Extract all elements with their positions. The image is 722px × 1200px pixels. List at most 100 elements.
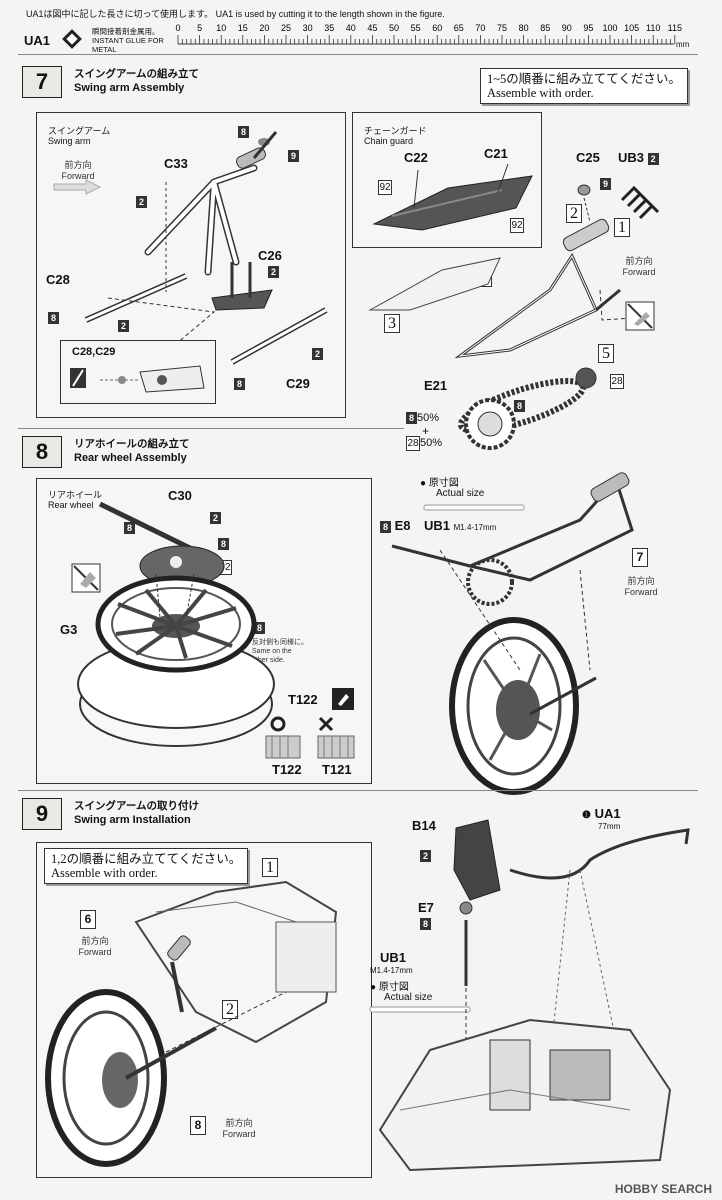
order-3-label: 3: [384, 314, 400, 333]
actual-size-label-8-en: Actual size: [436, 488, 485, 499]
rear-wheel-label-en: Rear wheel: [48, 500, 94, 510]
step-ref-7: 7: [632, 548, 648, 567]
part-c26: C26: [258, 248, 282, 263]
part-c22: C22: [404, 150, 428, 165]
order-1-label-9: 1: [262, 858, 278, 877]
step-7-title-jp: スイングアームの組み立て: [74, 68, 200, 80]
forward-arrow-icon: [53, 179, 102, 195]
part-e7: E7: [418, 900, 434, 915]
rear-wheel-assembly-drawing: [391, 472, 634, 795]
ruler-tick-label: 0: [175, 23, 180, 33]
part-ub1-9: UB1: [380, 950, 407, 965]
ua1-part-label: UA1: [24, 33, 51, 48]
part-c33: C33: [164, 156, 188, 171]
sprue-num-8c: 8: [234, 378, 245, 390]
step-9-number: 9: [22, 798, 62, 830]
rear-wheel-drawing: [77, 501, 275, 747]
order-2-label: 2: [566, 204, 582, 223]
step-9-title-en: Swing arm Installation: [74, 814, 191, 826]
ua1-cut-note: UA1は図中に記した長さに切って使用します。 UA1 is used by cu…: [26, 9, 445, 19]
tread-compare-icon: [265, 716, 355, 759]
part-e8: 8 E8: [380, 518, 411, 533]
chain-guard-label-en: Chain guard: [364, 136, 414, 146]
step-8-title-jp: リアホイールの組み立て: [74, 438, 190, 450]
frame-install-drawing: [45, 880, 338, 1167]
step-9-title-jp: スイングアームの取り付け: [74, 800, 200, 812]
ruler-tick-label: 110: [646, 23, 660, 33]
ruler-tick-label: 30: [303, 23, 313, 33]
sprue-num-28: 28: [610, 374, 624, 389]
ruler-tick-label: 70: [475, 23, 485, 33]
part-c29: C29: [286, 376, 310, 391]
actual-size-label-9-en: Actual size: [384, 992, 433, 1003]
ruler-tick-label: 45: [367, 23, 377, 33]
part-t122-title: T122: [288, 692, 318, 707]
sprue-num-8d: 8: [514, 400, 525, 412]
step-8-title-en: Rear wheel Assembly: [74, 452, 187, 464]
part-t122: T122: [272, 762, 302, 777]
swing-arm-label-jp: スイングアーム: [48, 126, 111, 136]
body-install-drawing: [378, 819, 690, 1172]
sprue-num-8g: 8: [254, 622, 265, 634]
ruler-tick-label: 35: [324, 23, 334, 33]
sprue-num-8: 8: [238, 126, 249, 138]
ruler-tick-label: 40: [346, 23, 356, 33]
actual-size-pin: [423, 504, 525, 511]
ruler-tick-label: 100: [602, 23, 617, 33]
step-8-number: 8: [22, 436, 62, 468]
ruler-tick-label: 80: [519, 23, 529, 33]
part-c25: C25: [576, 150, 600, 165]
ub1-size-9: M1.4-17mm: [370, 966, 413, 975]
sprue-num-8b: 8: [48, 312, 59, 324]
step-7-order-note: 1~5の順番に組み立ててください。Assemble with order.: [480, 68, 688, 104]
cement-glue-icon: [332, 688, 354, 710]
ruler-tick-label: 5: [197, 23, 202, 33]
cement-detail-icon: [70, 365, 205, 393]
ruler-tick-label: 90: [562, 23, 572, 33]
sprue-num-92b: 92: [510, 218, 524, 233]
part-ua1: ❶ UA1: [582, 806, 621, 821]
swing-arm-label-en: Swing arm: [48, 136, 91, 146]
sprue-num-9: 9: [288, 150, 299, 162]
chain-guard-label-jp: チェーンガード: [364, 126, 427, 136]
order-2-label-9: 2: [222, 1000, 238, 1019]
ratio-plus: +: [422, 424, 430, 438]
part-c21: C21: [484, 146, 508, 161]
part-b14: B14: [412, 818, 436, 833]
actual-size-label-9: ● 原寸図: [370, 982, 409, 993]
ruler-tick-label: 60: [432, 23, 442, 33]
step-ref-8: 8: [190, 1116, 206, 1135]
step-ref-6: 6: [80, 910, 96, 929]
part-g3: G3: [60, 622, 78, 637]
ruler-tick-label: 10: [216, 23, 226, 33]
sprue-num-2e: 2: [210, 512, 221, 524]
order-5-label: 5: [598, 344, 614, 363]
sprue-num-8f: 8: [218, 538, 229, 550]
ruler-unit: mm: [676, 40, 690, 49]
sprue-num-9b: 9: [600, 178, 611, 190]
ruler-tick-label: 55: [411, 23, 421, 33]
part-c30: C30: [168, 488, 192, 503]
ruler-tick-label: 50: [389, 23, 399, 33]
sprue-num-2c: 2: [118, 320, 129, 332]
sprue-num-2d: 2: [312, 348, 323, 360]
part-e21: E21: [424, 378, 448, 393]
ruler-tick-label: 25: [281, 23, 291, 33]
header-divider: [18, 54, 698, 55]
sprue-num-2b: 2: [268, 266, 279, 278]
ruler-tick-label: 65: [454, 23, 464, 33]
no-cement-icon: [625, 301, 655, 331]
sprue-num-8i: 8: [420, 918, 431, 930]
part-t121: T121: [322, 762, 352, 777]
sprue-num-2a: 2: [136, 196, 147, 208]
no-paint-icon: [71, 563, 101, 593]
ruler-tick-label: 105: [624, 23, 639, 33]
ratio-b: 2850%: [406, 436, 443, 451]
chain-guard-drawing: [372, 163, 533, 231]
